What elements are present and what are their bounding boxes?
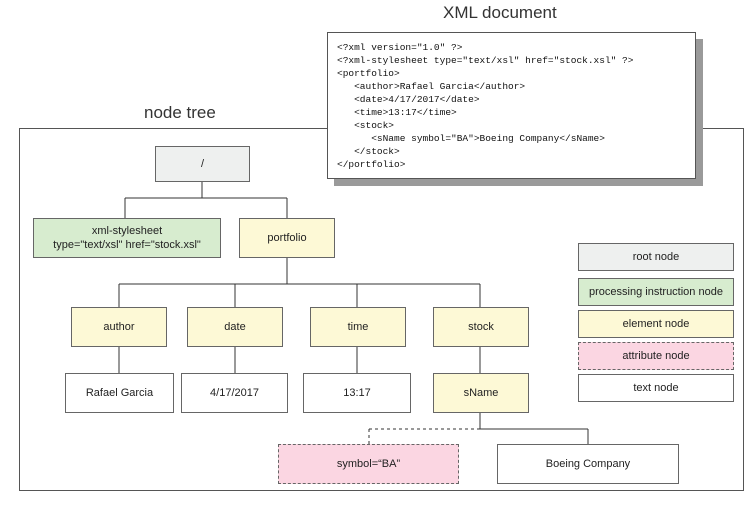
xml-line: <time>13:17</time> xyxy=(337,107,457,118)
xml-line: <portfolio> xyxy=(337,68,400,79)
legend-text-node: text node xyxy=(578,374,734,402)
node-tree-title: node tree xyxy=(144,103,216,122)
author-text-node: Rafael Garcia xyxy=(65,373,174,413)
sname-text-node: Boeing Company xyxy=(497,444,679,484)
legend-root-node: root node xyxy=(578,243,734,271)
xml-line: </portfolio> xyxy=(337,159,406,170)
xml-line: </stock> xyxy=(337,146,400,157)
stock-node: stock xyxy=(433,307,529,347)
xml-document-title: XML document xyxy=(443,3,557,22)
legend-attribute-node: attribute node xyxy=(578,342,734,370)
xml-document-box: <?xml version="1.0" ?> <?xml-stylesheet … xyxy=(327,32,696,179)
sname-node: sName xyxy=(433,373,529,413)
stylesheet-pi-node: xml-stylesheet type="text/xsl" href="sto… xyxy=(33,218,221,258)
xml-line: <?xml version="1.0" ?> xyxy=(337,42,463,53)
xml-line: <author>Rafael Garcia</author> xyxy=(337,81,526,92)
time-node: time xyxy=(310,307,406,347)
date-node: date xyxy=(187,307,283,347)
portfolio-node: portfolio xyxy=(239,218,335,258)
xml-line: <date>4/17/2017</date> xyxy=(337,94,480,105)
date-text-node: 4/17/2017 xyxy=(181,373,288,413)
stylesheet-pi-line1: xml-stylesheet xyxy=(91,225,163,237)
legend-pi-node: processing instruction node xyxy=(578,278,734,306)
symbol-attribute-node: symbol=“BA” xyxy=(278,444,459,484)
time-text-node: 13:17 xyxy=(303,373,411,413)
legend-element-node: element node xyxy=(578,310,734,338)
xml-line: <stock> xyxy=(337,120,395,131)
xml-line: <sName symbol="BA">Boeing Company</sName… xyxy=(337,133,605,144)
stylesheet-pi-line2: type="text/xsl" href="stock.xsl" xyxy=(53,239,201,251)
root-node: / xyxy=(155,146,250,182)
author-node: author xyxy=(71,307,167,347)
xml-line: <?xml-stylesheet type="text/xsl" href="s… xyxy=(337,55,634,66)
